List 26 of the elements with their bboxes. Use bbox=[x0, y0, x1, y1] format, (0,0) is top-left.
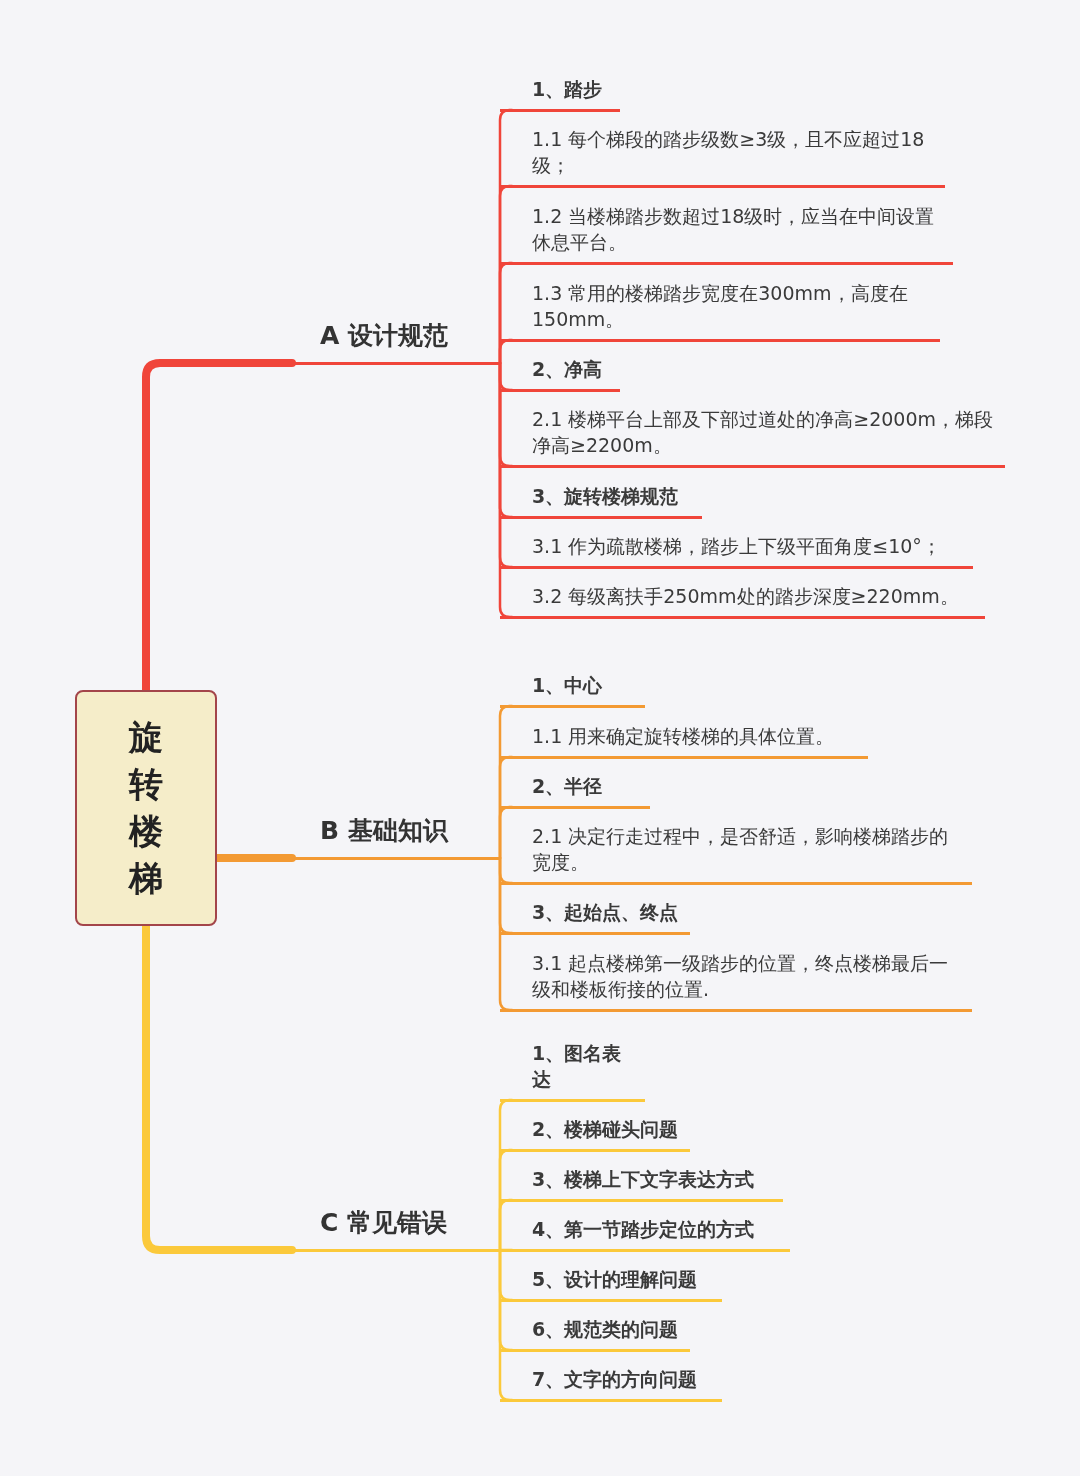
underlined-label: 1.1 每个梯段的踏步级数≥3级，且不应超过18级； bbox=[500, 125, 945, 188]
underlined-label: 2.1 楼梯平台上部及下部过道处的净高≥2000m，梯段净高≥2200m。 bbox=[500, 405, 1005, 468]
branch-label: B 基础知识 bbox=[290, 813, 500, 860]
underlined-label: 1、踏步 bbox=[500, 75, 620, 112]
underlined-label: 1.1 用来确定旋转楼梯的具体位置。 bbox=[500, 722, 868, 759]
underlined-label: 5、设计的理解问题 bbox=[500, 1265, 722, 1302]
underlined-label: 3、旋转楼梯规范 bbox=[500, 482, 702, 519]
underlined-label: 3、楼梯上下文字表达方式 bbox=[500, 1165, 783, 1202]
topic-box bbox=[75, 690, 217, 926]
underlined-label: 2、半径 bbox=[500, 772, 650, 809]
branch-label: C 常见错误 bbox=[290, 1205, 500, 1252]
underlined-label: 2.1 决定行走过程中，是否舒适，影响楼梯踏步的宽度。 bbox=[500, 822, 972, 885]
underlined-label: 3.2 每级离扶手250mm处的踏步深度≥220mm。 bbox=[500, 582, 985, 619]
underlined-label: 2、楼梯碰头问题 bbox=[500, 1115, 690, 1152]
underlined-label: 3.1 作为疏散楼梯，踏步上下级平面角度≤10°； bbox=[500, 532, 973, 569]
topic-title: 旋转楼梯 bbox=[127, 716, 164, 900]
branch-label: A 设计规范 bbox=[290, 318, 500, 365]
underlined-label: 3.1 起点楼梯第一级踏步的位置，终点楼梯最后一级和楼板衔接的位置. bbox=[500, 949, 972, 1012]
underlined-label: 1、中心 bbox=[500, 671, 645, 708]
underlined-label: 1.3 常用的楼梯踏步宽度在300mm，高度在150mm。 bbox=[500, 279, 940, 342]
underlined-label: 2、净高 bbox=[500, 355, 620, 392]
underlined-label: 1、图名表达 bbox=[500, 1039, 645, 1102]
underlined-label: 3、起始点、终点 bbox=[500, 898, 690, 935]
underlined-label: 7、文字的方向问题 bbox=[500, 1365, 722, 1402]
underlined-label: 6、规范类的问题 bbox=[500, 1315, 690, 1352]
underlined-label: 1.2 当楼梯踏步数超过18级时，应当在中间设置休息平台。 bbox=[500, 202, 953, 265]
